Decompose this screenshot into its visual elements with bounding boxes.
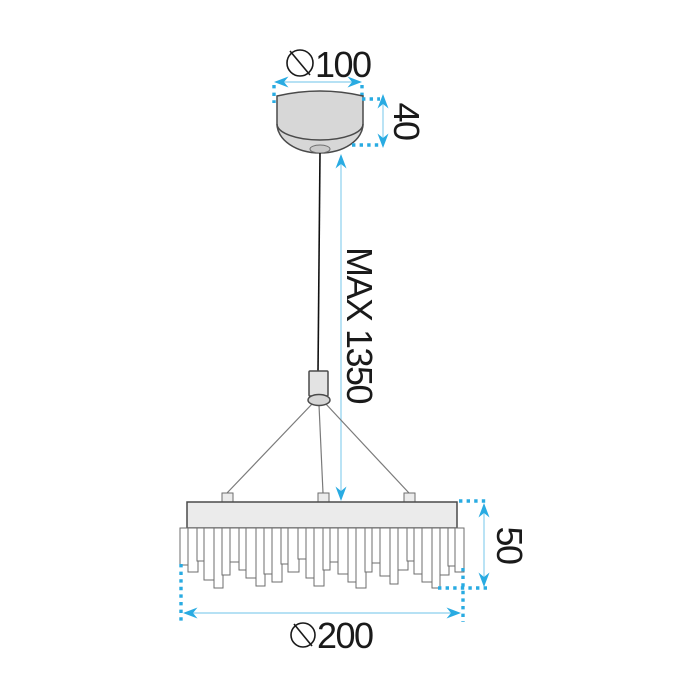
crystal-rod xyxy=(337,527,350,575)
crystal-rod xyxy=(305,527,315,579)
crystal-rod xyxy=(454,527,465,573)
dim-canopy-height: 40 xyxy=(352,94,427,148)
canopy-diameter-label: 100 xyxy=(286,44,373,85)
crystal-rod xyxy=(431,527,441,589)
diameter-icon xyxy=(290,622,316,648)
crystal-rod xyxy=(389,527,399,585)
mount-tab-middle xyxy=(317,492,330,503)
dim-max-hanging-length: MAX 1350 xyxy=(335,154,380,501)
canopy-height-value: 40 xyxy=(386,102,427,140)
max-hanging-length-value: MAX 1350 xyxy=(339,247,380,404)
hanger-wire-middle xyxy=(318,404,324,494)
hanger-wire-right xyxy=(324,402,410,494)
crystal-rod xyxy=(280,527,289,565)
crystal-rod xyxy=(364,527,373,573)
crystal-rod xyxy=(347,527,357,583)
crystal-rod xyxy=(322,527,331,571)
dim-canopy-diameter xyxy=(272,76,364,103)
canopy-diameter-value: 100 xyxy=(315,44,371,85)
crystal-rod xyxy=(245,527,258,579)
ceiling-canopy xyxy=(276,90,364,154)
frame-band xyxy=(186,501,458,529)
power-cord xyxy=(317,152,321,373)
crystal-rod xyxy=(287,527,300,573)
canopy-body xyxy=(276,90,364,154)
crystal-rod xyxy=(179,527,189,566)
cable-gland xyxy=(309,144,331,154)
crystal-rod xyxy=(221,527,231,576)
shade-diameter-label: 200 xyxy=(290,615,375,656)
hanger-wire-left xyxy=(226,402,314,494)
crystal-fringe xyxy=(179,527,465,589)
crystal-rod xyxy=(406,527,415,562)
shade-diameter-value: 200 xyxy=(317,615,373,656)
cord-grip xyxy=(308,370,329,397)
grip-collar xyxy=(307,393,331,407)
crystal-rod xyxy=(196,527,205,562)
crystal-rod xyxy=(379,527,392,577)
shade-frame xyxy=(186,492,458,529)
crystal-rod xyxy=(421,527,434,583)
dim-shade-diameter xyxy=(179,564,465,622)
crystal-rod xyxy=(203,527,216,581)
diameter-icon xyxy=(286,49,314,77)
canopy-rim-line xyxy=(276,123,364,141)
crystal-rod xyxy=(263,527,273,575)
shade-height-value: 50 xyxy=(489,526,530,564)
dim-shade-height: 50 xyxy=(438,499,530,590)
mount-tab-left xyxy=(221,492,234,503)
crystal-rod xyxy=(238,527,247,571)
mount-tab-right xyxy=(403,492,416,503)
cord-grip-assembly xyxy=(226,370,410,494)
